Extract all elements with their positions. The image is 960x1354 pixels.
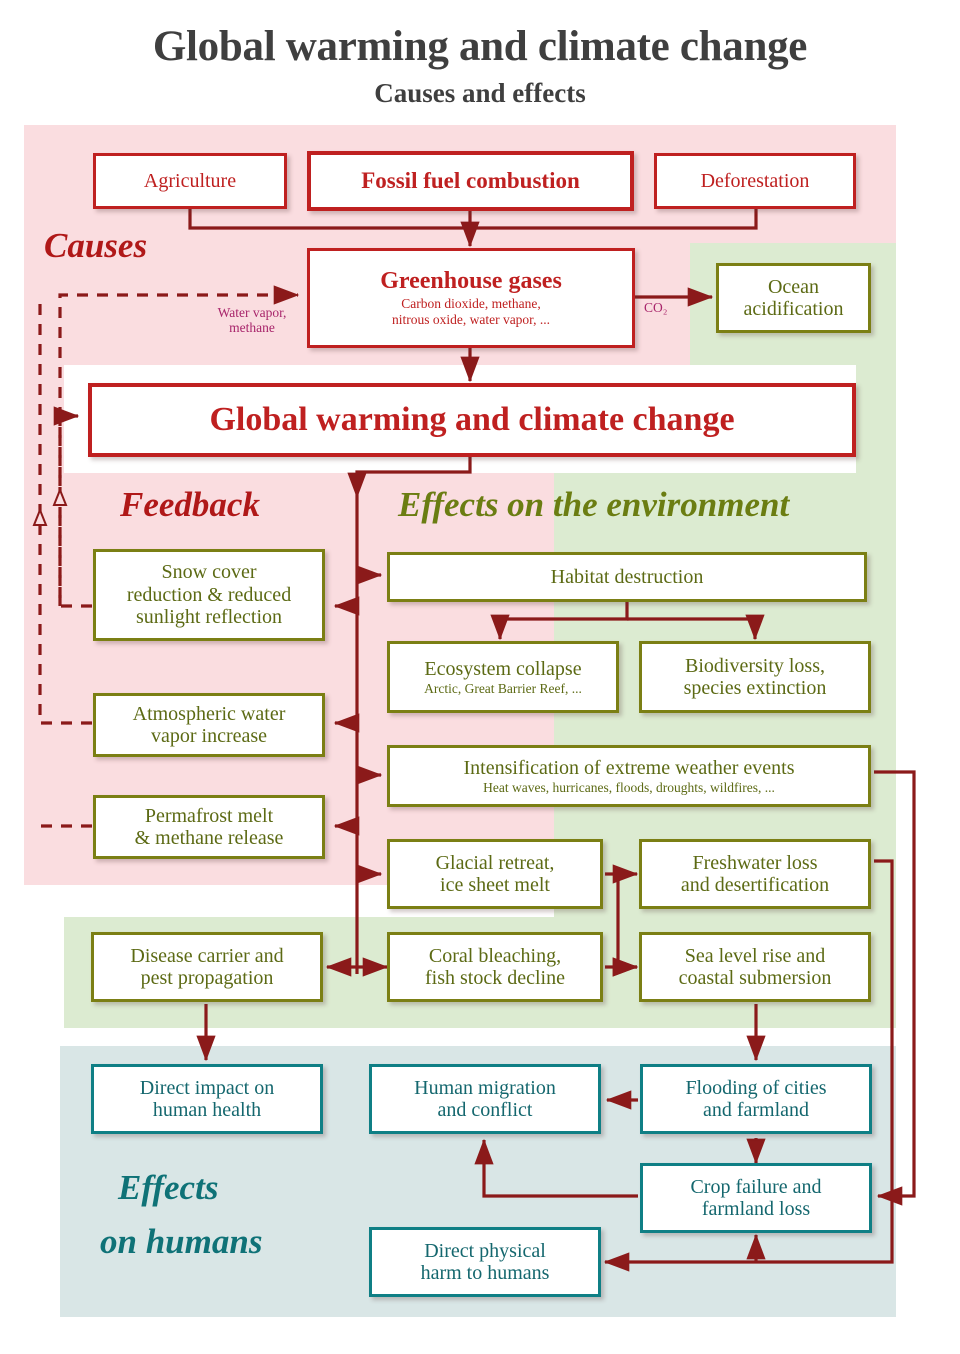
box-sea-level-rise[interactable]: Sea level rise and coastal submersion: [639, 932, 871, 1002]
box-biodiversity-loss-line2: species extinction: [683, 677, 827, 699]
box-habitat-destruction[interactable]: Habitat destruction: [387, 552, 867, 602]
edge-label-co2: CO₂: [644, 300, 668, 315]
box-agriculture[interactable]: Agriculture: [93, 153, 287, 209]
box-ecosystem-collapse-detail: Arctic, Great Barrier Reef, ...: [424, 681, 582, 697]
box-coral-bleaching[interactable]: Coral bleaching, fish stock decline: [387, 932, 603, 1002]
section-heading-feedback: Feedback: [120, 485, 260, 524]
box-freshwater-loss-line1: Freshwater loss: [692, 851, 818, 874]
box-physical-harm-line2: harm to humans: [420, 1262, 550, 1284]
box-habitat-destruction-label: Habitat destruction: [550, 565, 704, 588]
page-title: Global warming and climate change: [152, 23, 808, 70]
box-freshwater-loss[interactable]: Freshwater loss and desertification: [639, 839, 871, 909]
section-heading-humans-line2: on humans: [100, 1222, 263, 1261]
section-heading-environment: Effects on the environment: [398, 485, 790, 524]
box-ocean-acidification-line2: acidification: [743, 298, 844, 320]
box-biodiversity-loss[interactable]: Biodiversity loss, species extinction: [639, 641, 871, 713]
box-physical-harm[interactable]: Direct physical harm to humans: [369, 1227, 601, 1297]
box-ecosystem-collapse-title: Ecosystem collapse: [424, 657, 582, 680]
box-deforestation[interactable]: Deforestation: [654, 153, 856, 209]
box-snow-cover-line3: sunlight reflection: [135, 606, 283, 629]
box-human-health-line2: human health: [152, 1099, 262, 1121]
box-biodiversity-loss-line1: Biodiversity loss,: [684, 654, 825, 677]
box-extreme-weather[interactable]: Intensification of extreme weather event…: [387, 745, 871, 807]
box-coral-bleaching-line1: Coral bleaching,: [428, 944, 562, 967]
box-human-migration[interactable]: Human migration and conflict: [369, 1064, 601, 1134]
box-crop-failure[interactable]: Crop failure and farmland loss: [640, 1163, 872, 1233]
page-subtitle: Causes and effects: [374, 78, 586, 108]
box-greenhouse-gases-title: Greenhouse gases: [380, 268, 562, 295]
box-fossil-fuel-combustion[interactable]: Fossil fuel combustion: [307, 151, 634, 211]
box-permafrost-line2: & methane release: [134, 827, 284, 849]
box-coral-bleaching-line2: fish stock decline: [425, 967, 565, 989]
box-global-warming[interactable]: Global warming and climate change: [88, 383, 856, 457]
edge-label-line1: Water vapor,: [217, 305, 287, 320]
box-atmospheric-vapor-line2: vapor increase: [150, 725, 268, 747]
box-snow-cover-line2: reduction & reduced: [126, 583, 292, 606]
box-glacial-retreat-line1: Glacial retreat,: [435, 851, 555, 874]
section-heading-causes: Causes: [44, 226, 148, 265]
box-glacial-retreat[interactable]: Glacial retreat, ice sheet melt: [387, 839, 603, 909]
box-glacial-retreat-line2: ice sheet melt: [440, 874, 550, 896]
box-sea-level-rise-line2: coastal submersion: [678, 967, 832, 989]
edge-label-line2: methane: [229, 320, 275, 336]
box-ocean-acidification[interactable]: Ocean acidification: [716, 263, 871, 333]
box-extreme-weather-title: Intensification of extreme weather event…: [463, 756, 795, 779]
box-extreme-weather-detail: Heat waves, hurricanes, floods, droughts…: [483, 780, 775, 796]
edge-label-water-vapor-methane: Water vapor, methane: [196, 305, 308, 335]
box-atmospheric-water-vapor[interactable]: Atmospheric water vapor increase: [93, 693, 325, 757]
box-global-warming-label: Global warming and climate change: [209, 400, 735, 438]
box-human-migration-line2: and conflict: [437, 1099, 533, 1121]
box-ocean-acidification-line1: Ocean: [767, 275, 820, 298]
box-greenhouse-gases-detail2: nitrous oxide, water vapor, ...: [391, 312, 551, 328]
box-disease-carrier[interactable]: Disease carrier and pest propagation: [91, 932, 323, 1002]
box-human-health-line1: Direct impact on: [139, 1076, 275, 1099]
box-deforestation-label: Deforestation: [700, 169, 810, 192]
box-sea-level-rise-line1: Sea level rise and: [684, 944, 826, 967]
box-crop-failure-line1: Crop failure and: [690, 1175, 822, 1198]
box-freshwater-loss-line2: and desertification: [680, 874, 830, 896]
box-snow-cover-line1: Snow cover: [161, 561, 257, 584]
box-snow-cover-reduction[interactable]: Snow cover reduction & reduced sunlight …: [93, 549, 325, 641]
box-fossil-fuel-label: Fossil fuel combustion: [361, 168, 580, 194]
box-flooding-cities[interactable]: Flooding of cities and farmland: [640, 1064, 872, 1134]
box-permafrost-melt[interactable]: Permafrost melt & methane release: [93, 795, 325, 859]
box-greenhouse-gases-detail1: Carbon dioxide, methane,: [401, 296, 541, 312]
box-physical-harm-line1: Direct physical: [424, 1239, 546, 1262]
section-heading-humans-line1: Effects: [118, 1168, 219, 1207]
box-greenhouse-gases[interactable]: Greenhouse gases Carbon dioxide, methane…: [307, 248, 635, 348]
box-disease-carrier-line1: Disease carrier and: [130, 944, 284, 967]
box-permafrost-line1: Permafrost melt: [144, 804, 274, 827]
box-crop-failure-line2: farmland loss: [701, 1198, 811, 1220]
box-human-migration-line1: Human migration: [414, 1076, 556, 1099]
box-flooding-cities-line2: and farmland: [702, 1099, 810, 1121]
box-disease-carrier-line2: pest propagation: [140, 967, 274, 989]
box-atmospheric-vapor-line1: Atmospheric water: [132, 702, 286, 725]
box-agriculture-label: Agriculture: [143, 169, 237, 192]
box-flooding-cities-line1: Flooding of cities: [685, 1076, 827, 1099]
box-human-health[interactable]: Direct impact on human health: [91, 1064, 323, 1134]
box-ecosystem-collapse[interactable]: Ecosystem collapse Arctic, Great Barrier…: [387, 641, 619, 713]
